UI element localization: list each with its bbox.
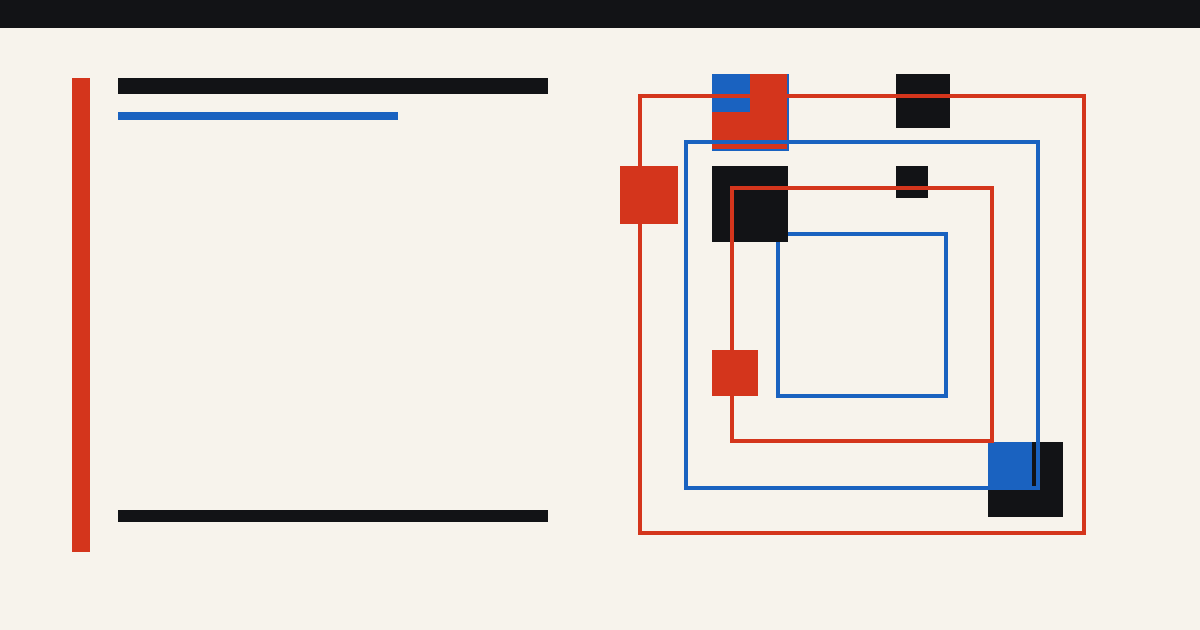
top-right-black-square	[896, 74, 950, 128]
top-bar	[0, 0, 1200, 28]
bottom-black-rule	[118, 510, 548, 522]
second-blue-frame-overlay	[684, 140, 1040, 490]
left-red-square	[620, 166, 678, 224]
outer-red-frame-overlay	[638, 94, 1086, 535]
blue-rule	[118, 112, 398, 120]
bottom-blue-square	[988, 442, 1032, 486]
top-small-blue-inset	[712, 74, 750, 112]
black-square-upper	[712, 166, 788, 242]
middle-red-square	[712, 350, 758, 396]
small-black-square	[896, 166, 928, 198]
vertical-red-bar	[72, 78, 90, 552]
third-red-frame-overlay	[730, 186, 994, 443]
top-black-rule	[118, 78, 548, 94]
inner-blue-frame	[776, 232, 948, 398]
